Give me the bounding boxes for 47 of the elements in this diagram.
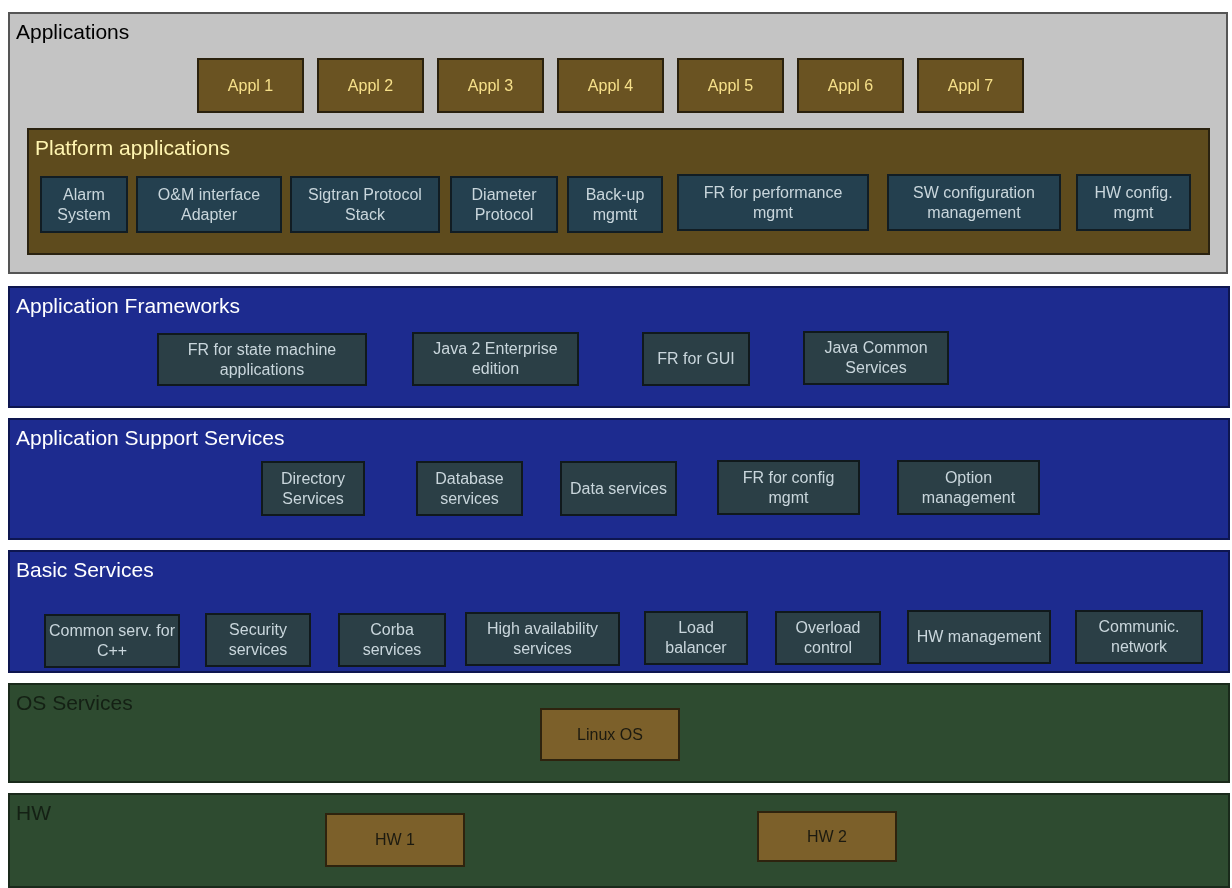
component-box: O&M interface Adapter [136,176,282,233]
layer-heading: Application Support Services [16,426,285,450]
component-box: Diameter Protocol [450,176,558,233]
component-box: Overload control [775,611,881,665]
layer-heading: Applications [16,20,130,44]
layer-heading: Platform applications [35,136,230,160]
component-box: Security services [205,613,311,667]
component-box: Appl 6 [797,58,904,113]
layer-heading: Basic Services [16,558,154,582]
layer-panel [8,418,1230,540]
layer-panel [27,128,1210,255]
component-box: FR for GUI [642,332,750,386]
component-box: Appl 7 [917,58,1024,113]
component-box: SW configuration management [887,174,1061,231]
component-box: Back-up mgmtt [567,176,663,233]
layer-heading: Application Frameworks [16,294,241,318]
layer-panel [8,550,1230,673]
layer-panel [8,683,1230,783]
component-box: Common serv. for C++ [44,614,180,668]
component-box: Appl 3 [437,58,544,113]
component-box: Sigtran Protocol Stack [290,176,440,233]
layer-panel [8,286,1230,408]
component-box: Appl 2 [317,58,424,113]
component-box: FR for performance mgmt [677,174,869,231]
component-box: Java 2 Enterprise edition [412,332,579,386]
component-box: High availability services [465,612,620,666]
layer-panel [8,12,1228,274]
component-box: FR for state machine applications [157,333,367,386]
component-box: HW 1 [325,813,465,867]
component-box: Communic. network [1075,610,1203,664]
component-box: HW management [907,610,1051,664]
component-box: Appl 1 [197,58,304,113]
component-box: Directory Services [261,461,365,516]
component-box: Corba services [338,613,446,667]
component-box: Load balancer [644,611,748,665]
component-box: Appl 4 [557,58,664,113]
component-box: HW 2 [757,811,897,862]
component-box: HW config. mgmt [1076,174,1191,231]
component-box: Data services [560,461,677,516]
component-box: Database services [416,461,523,516]
layer-panel [8,793,1230,888]
component-box: Option management [897,460,1040,515]
component-box: Alarm System [40,176,128,233]
component-box: Java Common Services [803,331,949,385]
component-box: Linux OS [540,708,680,761]
component-box: Appl 5 [677,58,784,113]
component-box: FR for config mgmt [717,460,860,515]
